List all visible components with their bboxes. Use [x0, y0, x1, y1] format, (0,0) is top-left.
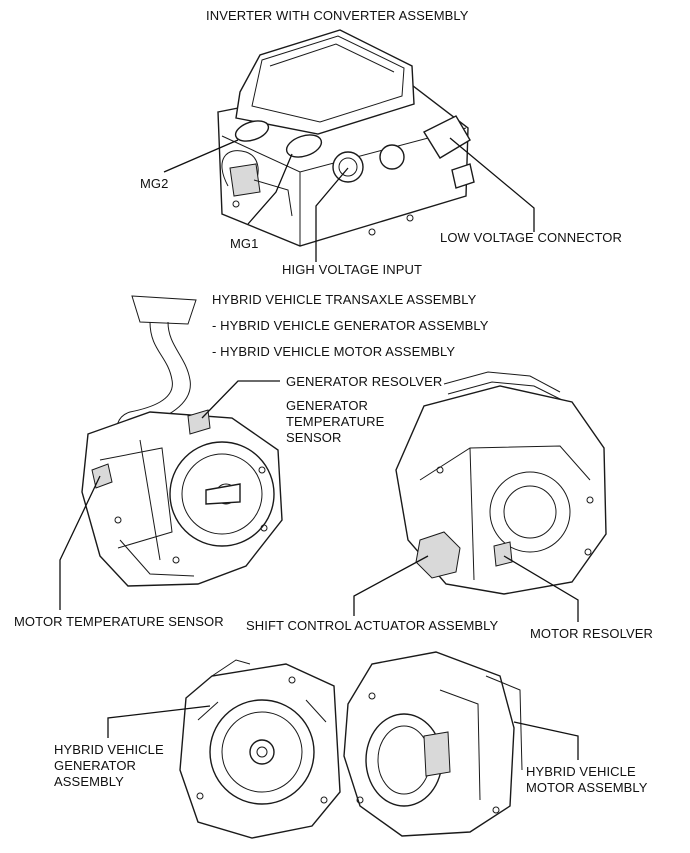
- label-line: GENERATOR: [54, 758, 137, 773]
- transaxle-right-illustration: [395, 371, 607, 595]
- motor-assembly-illustration: [343, 651, 523, 837]
- label-line: TEMPERATURE: [286, 414, 385, 429]
- inverter-illustration: [217, 29, 475, 247]
- label-motor-resolver: MOTOR RESOLVER: [530, 626, 653, 641]
- label-generator-assembly: HYBRID VEHICLE GENERATOR ASSEMBLY: [54, 742, 164, 790]
- page-title: INVERTER WITH CONVERTER ASSEMBLY: [206, 8, 469, 23]
- generator-resolver-leader: [201, 380, 280, 419]
- low-voltage-leader: [449, 137, 535, 232]
- transaxle-sub-item: - HYBRID VEHICLE MOTOR ASSEMBLY: [212, 344, 456, 359]
- label-mg2: MG2: [140, 176, 169, 191]
- label-generator-resolver: GENERATOR RESOLVER: [286, 374, 443, 389]
- label-line: MOTOR ASSEMBLY: [526, 780, 648, 795]
- label-line: ASSEMBLY: [54, 774, 124, 789]
- transaxle-sub-item: - HYBRID VEHICLE GENERATOR ASSEMBLY: [212, 318, 489, 333]
- shift-actuator-leader: [353, 555, 429, 616]
- motor-assembly-leader: [513, 721, 579, 760]
- transaxle-heading: HYBRID VEHICLE TRANSAXLE ASSEMBLY: [212, 292, 477, 307]
- label-low-voltage-connector: LOW VOLTAGE CONNECTOR: [440, 230, 622, 245]
- label-line: HYBRID VEHICLE: [54, 742, 164, 757]
- label-line: HYBRID VEHICLE: [526, 764, 636, 779]
- motor-resolver-leader: [503, 555, 579, 622]
- label-motor-assembly: HYBRID VEHICLE MOTOR ASSEMBLY: [526, 764, 648, 796]
- label-mg1: MG1: [230, 236, 259, 251]
- mg2-leader: [163, 139, 239, 173]
- label-generator-temperature-sensor: GENERATOR TEMPERATURE SENSOR: [286, 398, 384, 446]
- label-motor-temperature-sensor: MOTOR TEMPERATURE SENSOR: [14, 614, 224, 629]
- mg1-leader: [247, 153, 293, 225]
- label-line: SENSOR: [286, 430, 342, 445]
- label-line: GENERATOR: [286, 398, 369, 413]
- label-high-voltage-input: HIGH VOLTAGE INPUT: [282, 262, 423, 277]
- generator-assembly-illustration: [179, 659, 341, 839]
- motor-temperature-sensor-leader: [59, 475, 101, 610]
- transaxle-left-illustration: [81, 295, 283, 587]
- label-shift-control-actuator: SHIFT CONTROL ACTUATOR ASSEMBLY: [246, 618, 499, 633]
- high-voltage-leader: [315, 167, 349, 262]
- generator-assembly-leader: [107, 705, 211, 738]
